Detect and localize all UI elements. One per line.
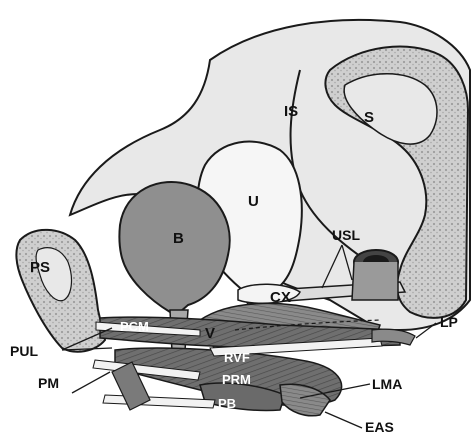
label-lma: LMA (372, 376, 402, 392)
label-lp: LP (440, 314, 458, 330)
label-ilium: IS (284, 103, 298, 120)
label-prm: PRM (222, 372, 251, 387)
label-eas: EAS (365, 419, 394, 435)
label-pul: PUL (10, 343, 38, 359)
label-vagina: V (205, 325, 215, 342)
rectum-body (352, 262, 398, 300)
perineal-membrane-lower (103, 395, 215, 408)
label-uterus: U (248, 193, 259, 210)
label-pubic-symphysis: PS (30, 259, 50, 276)
label-sacrum: S (364, 109, 374, 126)
label-bladder: B (173, 230, 184, 247)
label-pcm: PCM (120, 319, 149, 334)
label-cervix: CX (270, 289, 291, 306)
label-uterosacral-ligament: USL (332, 227, 360, 243)
label-rvf: RVF (224, 350, 250, 365)
label-pb: PB (218, 396, 236, 411)
label-pm: PM (38, 375, 59, 391)
